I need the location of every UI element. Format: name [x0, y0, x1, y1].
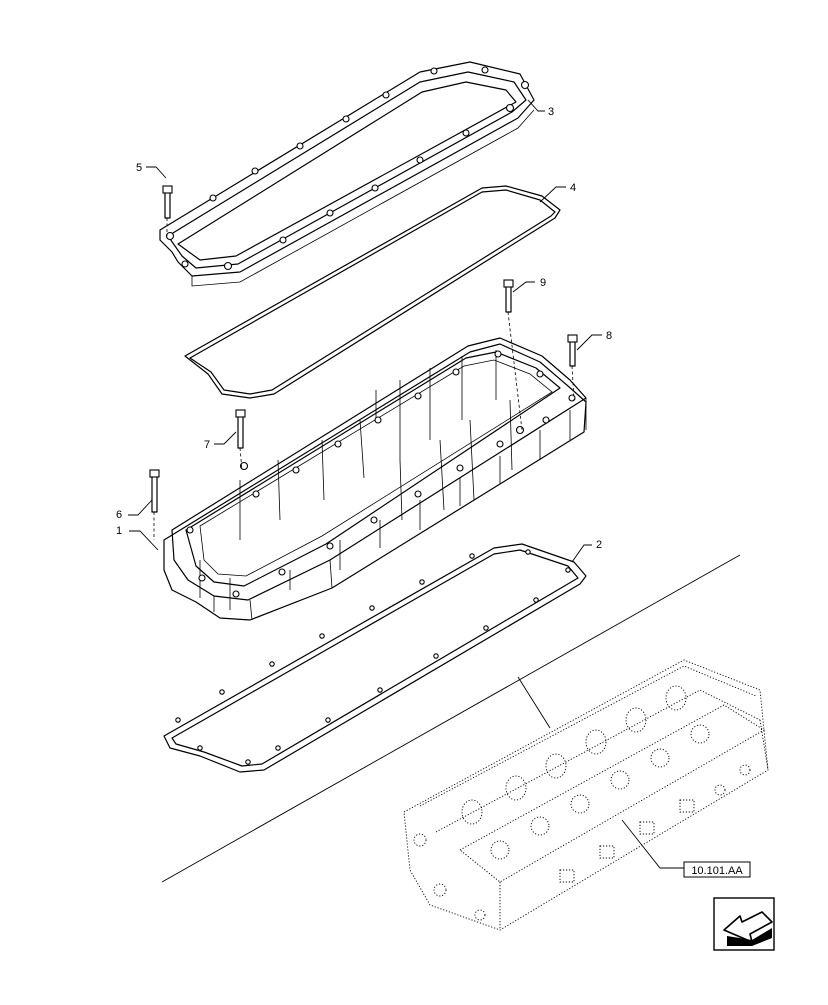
callout-2: 2 — [596, 539, 602, 551]
callout-4: 4 — [570, 182, 576, 194]
callout-8: 8 — [606, 330, 612, 342]
callout-3: 3 — [548, 106, 554, 118]
previous-page-arrow-icon[interactable] — [713, 897, 775, 951]
callout-leaders — [128, 99, 602, 563]
reference-label-box[interactable]: 10.101.AA — [621, 819, 751, 878]
callout-1: 1 — [116, 525, 122, 537]
callout-5: 5 — [136, 162, 142, 174]
callout-labels: 1 2 3 4 5 6 7 8 9 — [116, 106, 612, 551]
cover-seal-part-4 — [184, 185, 561, 399]
upper-cover-part-3 — [159, 61, 535, 287]
callout-6: 6 — [116, 509, 122, 521]
callout-7: 7 — [204, 439, 210, 451]
bolt-part-8 — [567, 334, 578, 401]
reference-label: 10.101.AA — [691, 865, 743, 877]
cylinder-head-reference — [403, 659, 769, 931]
bolt-part-6 — [149, 469, 160, 540]
bolt-part-7 — [235, 409, 246, 471]
lower-gasket-part-2 — [163, 543, 587, 773]
housing-part-1 — [163, 337, 587, 621]
bolt-part-9 — [503, 279, 523, 431]
bolt-part-5 — [162, 185, 173, 236]
callout-9: 9 — [540, 277, 546, 289]
section-separator — [161, 554, 741, 883]
